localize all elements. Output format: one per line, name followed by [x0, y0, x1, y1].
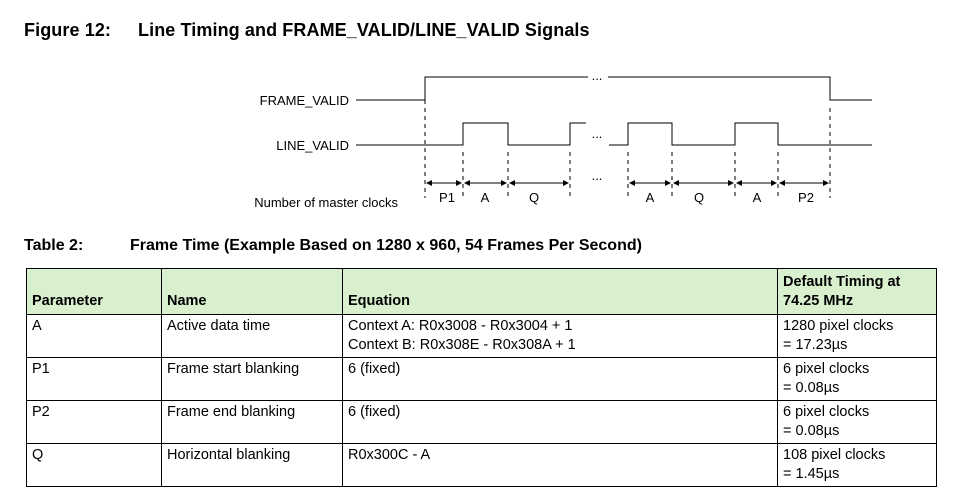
- frame-ellipsis: ...: [592, 68, 603, 83]
- header-parameter: Parameter: [26, 268, 162, 315]
- timing-guides: [424, 84, 831, 198]
- segment-label-a: A: [481, 190, 490, 205]
- line-valid-waveform-tail: [609, 122, 872, 146]
- cell-parameter: A: [26, 314, 162, 358]
- figure-number: Figure 12:: [24, 20, 112, 40]
- equation-line: Context B: R0x308E - R0x308A + 1: [348, 337, 576, 353]
- cell-name: Horizontal blanking: [161, 443, 343, 487]
- timing-line: 1280 pixel clocks: [783, 318, 894, 334]
- segment-label-p2: P2: [798, 190, 814, 205]
- timing-line: 108 pixel clocks: [783, 447, 886, 463]
- cell-name: Active data time: [161, 314, 343, 358]
- cell-timing: 6 pixel clocks = 0.08µs: [777, 400, 937, 444]
- clocks-ellipsis: ...: [592, 168, 603, 183]
- figure-caption: Figure 12: Line Timing and FRAME_VALID/L…: [24, 20, 590, 41]
- line-valid-waveform: [356, 122, 586, 146]
- segment-labels: P1 A Q A Q A P2: [439, 190, 814, 205]
- cell-equation: R0x300C - A: [342, 443, 778, 487]
- segment-label-p1: P1: [439, 190, 455, 205]
- cell-parameter: P2: [26, 400, 162, 444]
- table-row: P2 Frame end blanking 6 (fixed) 6 pixel …: [26, 400, 937, 444]
- header-name: Name: [161, 268, 343, 315]
- header-equation: Equation: [342, 268, 778, 315]
- timing-line: = 0.08µs: [783, 423, 840, 439]
- frame-valid-waveform-tail: [608, 76, 872, 101]
- table-header-row: Parameter Name Equation Default Timing a…: [26, 268, 937, 315]
- line-valid-label: LINE_VALID: [276, 138, 349, 153]
- frame-time-table: Parameter Name Equation Default Timing a…: [26, 268, 937, 487]
- cell-timing: 6 pixel clocks = 0.08µs: [777, 357, 937, 401]
- segment-label-q: Q: [529, 190, 539, 205]
- segment-label-a: A: [753, 190, 762, 205]
- cell-timing: 1280 pixel clocks = 17.23µs: [777, 314, 937, 358]
- timing-line: 6 pixel clocks: [783, 404, 870, 420]
- cell-equation: Context A: R0x3008 - R0x3004 + 1 Context…: [342, 314, 778, 358]
- frame-valid-waveform: [356, 76, 588, 101]
- equation-line: 6 (fixed): [348, 361, 401, 377]
- timing-line: 6 pixel clocks: [783, 361, 870, 377]
- equation-line: Context A: R0x3008 - R0x3004 + 1: [348, 318, 573, 334]
- cell-name: Frame end blanking: [161, 400, 343, 444]
- equation-line: R0x300C - A: [348, 447, 431, 463]
- timing-line: = 17.23µs: [783, 337, 848, 353]
- cell-equation: 6 (fixed): [342, 400, 778, 444]
- cell-equation: 6 (fixed): [342, 357, 778, 401]
- table-title: Frame Time (Example Based on 1280 x 960,…: [130, 237, 642, 254]
- figure-title: Line Timing and FRAME_VALID/LINE_VALID S…: [138, 20, 590, 40]
- timing-line: = 1.45µs: [783, 466, 840, 482]
- table-row: P1 Frame start blanking 6 (fixed) 6 pixe…: [26, 357, 937, 401]
- timing-line: = 0.08µs: [783, 380, 840, 396]
- master-clocks-label: Number of master clocks: [254, 195, 398, 210]
- segment-label-q: Q: [694, 190, 704, 205]
- segment-label-a: A: [646, 190, 655, 205]
- timing-diagram: FRAME_VALID LINE_VALID Number of master …: [254, 68, 872, 210]
- table-row: A Active data time Context A: R0x3008 - …: [26, 314, 937, 358]
- cell-timing: 108 pixel clocks = 1.45µs: [777, 443, 937, 487]
- table-number: Table 2:: [24, 237, 84, 254]
- cell-name: Frame start blanking: [161, 357, 343, 401]
- frame-valid-label: FRAME_VALID: [260, 93, 349, 108]
- header-default-timing: Default Timing at 74.25 MHz: [777, 268, 937, 315]
- cell-parameter: P1: [26, 357, 162, 401]
- equation-line: 6 (fixed): [348, 404, 401, 420]
- table-row: Q Horizontal blanking R0x300C - A 108 pi…: [26, 443, 937, 487]
- table-caption: Table 2: Frame Time (Example Based on 12…: [24, 237, 642, 255]
- cell-parameter: Q: [26, 443, 162, 487]
- line-ellipsis: ...: [592, 126, 603, 141]
